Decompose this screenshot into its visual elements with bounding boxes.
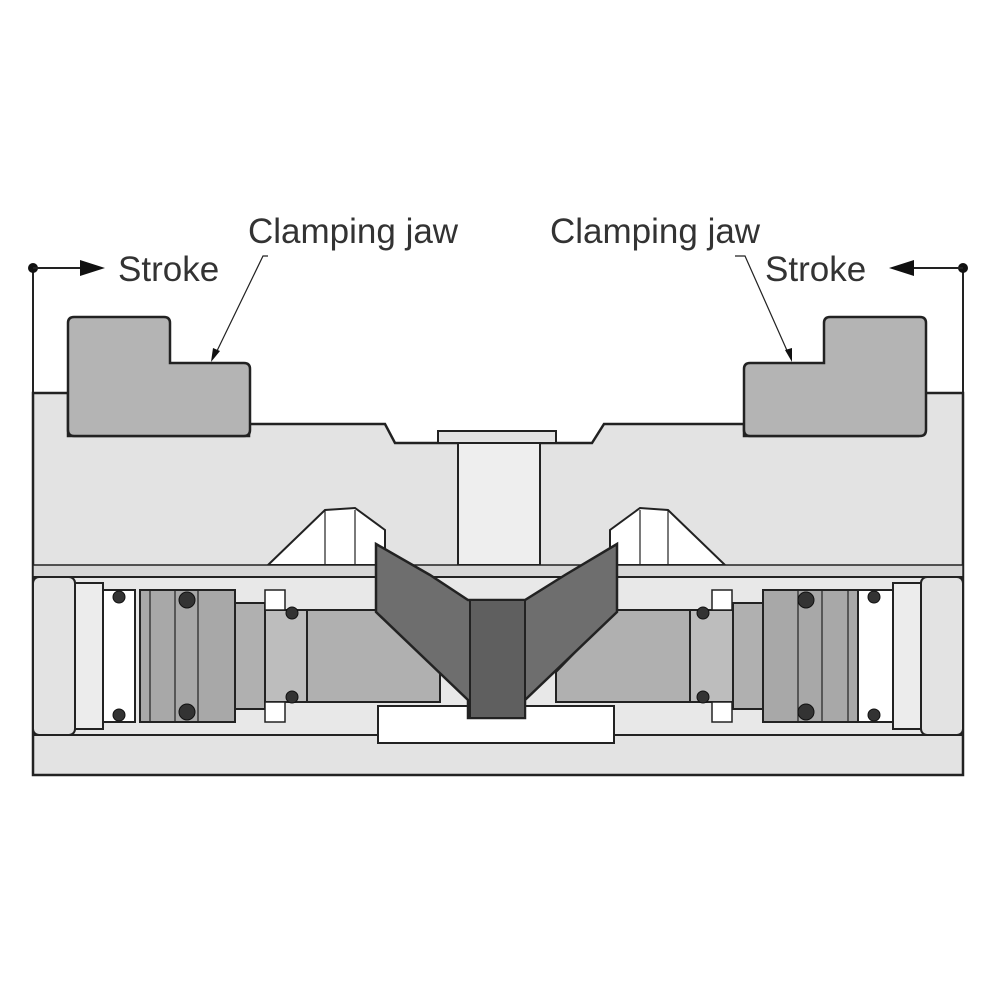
- right-seals: [696, 590, 881, 722]
- bore-band: [32, 564, 964, 578]
- right-piston-head: [762, 589, 859, 723]
- left-gap-white-lower: [264, 701, 286, 723]
- seal-icon: [797, 703, 815, 721]
- seal-icon: [696, 690, 710, 704]
- left-retainer: [102, 589, 136, 723]
- leader-arrow-icon: [211, 348, 220, 362]
- left-piston-rod: [234, 602, 266, 710]
- left-stroke-indicator: [28, 260, 105, 393]
- seal-icon: [178, 703, 196, 721]
- wedge-center-block: [469, 599, 526, 719]
- seal-icon: [867, 708, 881, 722]
- left-clamping-jaw-label: Clamping jaw: [248, 212, 459, 251]
- left-seals: [112, 590, 299, 722]
- seal-icon: [112, 708, 126, 722]
- right-gap-white-lower: [711, 701, 733, 723]
- left-end-cap: [32, 576, 76, 736]
- right-retainer: [857, 589, 894, 723]
- left-end-plug: [74, 582, 104, 730]
- seal-icon: [285, 606, 299, 620]
- central-pin-cap: [437, 430, 557, 444]
- left-stroke-label: Stroke: [118, 250, 219, 289]
- right-stroke-indicator: [889, 260, 968, 393]
- right-pusher: [555, 609, 691, 703]
- right-rod-seal-housing: [689, 609, 734, 703]
- right-jaw-leader: [735, 255, 790, 356]
- left-piston-head: [139, 589, 236, 723]
- left-clamping-jaw: [66, 315, 252, 438]
- right-gap-white: [711, 589, 733, 611]
- right-stroke-label: Stroke: [765, 250, 866, 289]
- arrow-right-icon: [80, 260, 105, 276]
- right-piston-rod: [732, 602, 764, 710]
- seal-icon: [696, 606, 710, 620]
- right-end-cap: [920, 576, 964, 736]
- central-pin: [457, 442, 541, 566]
- left-gap-white: [264, 589, 286, 611]
- left-pusher: [306, 609, 441, 703]
- right-end-plug: [892, 582, 922, 730]
- right-clamping-jaw-label: Clamping jaw: [550, 212, 761, 251]
- seal-icon: [285, 690, 299, 704]
- right-clamping-jaw: [742, 315, 928, 438]
- left-jaw-leader: [214, 255, 268, 356]
- seal-icon: [867, 590, 881, 604]
- seal-icon: [797, 591, 815, 609]
- leader-arrow-icon: [785, 348, 792, 362]
- seal-icon: [112, 590, 126, 604]
- seal-icon: [178, 591, 196, 609]
- left-rod-seal-housing: [264, 609, 308, 703]
- arrow-left-icon: [889, 260, 914, 276]
